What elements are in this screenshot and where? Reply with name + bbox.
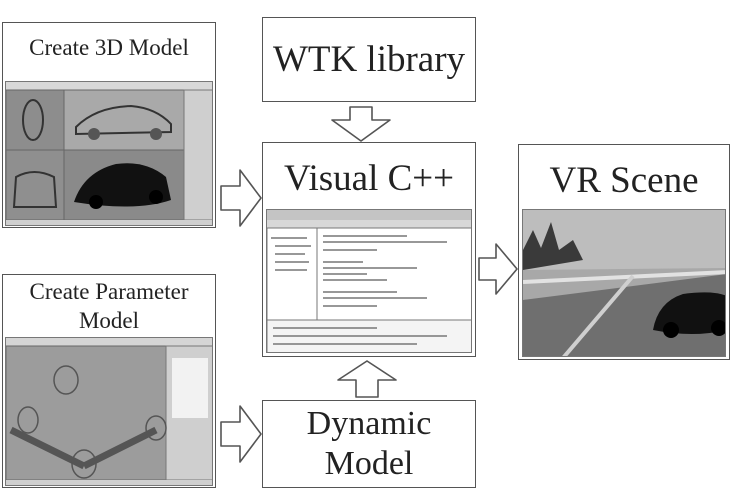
dynamic-model-label-line2: Model bbox=[324, 445, 414, 482]
visual-cpp-ide bbox=[267, 210, 471, 352]
3d-model-viewports bbox=[6, 82, 212, 225]
arrow-visual-cpp-to-vr-scene bbox=[478, 243, 518, 295]
create-3d-model-label: Create 3D Model bbox=[29, 35, 189, 60]
create-3d-model-box: Create 3D Model bbox=[2, 22, 216, 228]
wtk-library-box: WTK library bbox=[262, 17, 476, 102]
visual-cpp-label: Visual C++ bbox=[283, 158, 455, 199]
dynamic-model-box: Dynamic Model bbox=[262, 400, 476, 488]
dynamic-model-label-line1: Dynamic bbox=[306, 405, 432, 442]
arrow-wtk-to-visual-cpp bbox=[331, 106, 391, 142]
visual-cpp-screenshot bbox=[266, 209, 472, 353]
vr-scene-box: VR Scene bbox=[518, 144, 730, 360]
visual-cpp-box: Visual C++ bbox=[262, 142, 476, 357]
create-parameter-model-label-line1: Create Parameter bbox=[29, 279, 189, 304]
3d-model-screenshot bbox=[5, 81, 213, 226]
vr-scene-label: VR Scene bbox=[549, 160, 699, 201]
wtk-library-label: WTK library bbox=[272, 39, 466, 80]
parameter-model-viewport bbox=[6, 338, 212, 485]
vr-scene-render bbox=[522, 209, 726, 357]
arrow-dynamic-model-to-visual-cpp bbox=[337, 360, 397, 398]
parameter-model-screenshot bbox=[5, 337, 213, 486]
create-parameter-model-box: Create Parameter Model bbox=[2, 274, 216, 488]
create-parameter-model-label-line2: Model bbox=[78, 308, 140, 333]
arrow-3d-model-to-visual-cpp bbox=[220, 169, 262, 227]
vr-road-scene bbox=[523, 210, 725, 356]
arrow-parameter-model-to-dynamic-model bbox=[220, 405, 262, 463]
